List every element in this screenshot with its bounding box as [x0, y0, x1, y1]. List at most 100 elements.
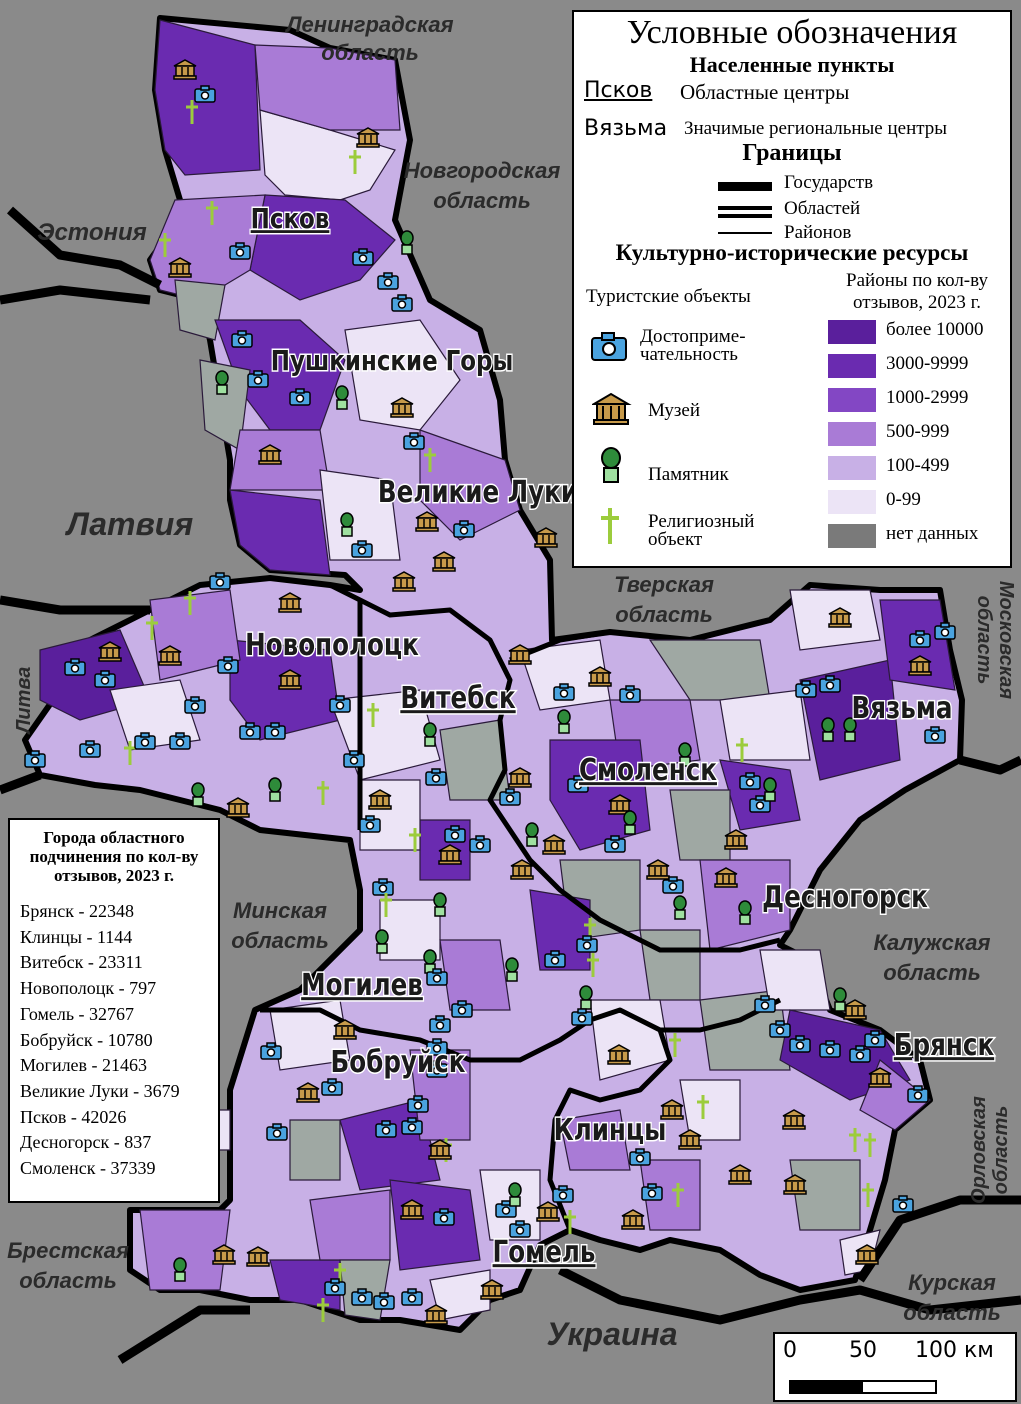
museum-icon[interactable] [168, 257, 192, 278]
cross-icon[interactable] [672, 1183, 684, 1207]
camera-icon[interactable] [407, 1095, 429, 1113]
cross-icon[interactable] [159, 233, 171, 257]
cross-icon[interactable] [862, 1183, 874, 1207]
cross-icon[interactable] [124, 741, 136, 765]
camera-icon[interactable] [194, 85, 216, 103]
camera-icon[interactable] [499, 788, 521, 806]
monument-icon[interactable] [557, 709, 571, 734]
camera-icon[interactable] [629, 1148, 651, 1166]
camera-icon[interactable] [169, 732, 191, 750]
cross-icon[interactable] [697, 1095, 709, 1119]
camera-icon[interactable] [544, 950, 566, 968]
cross-icon[interactable] [317, 781, 329, 805]
camera-icon[interactable] [401, 1288, 423, 1306]
camera-icon[interactable] [495, 1200, 517, 1218]
camera-icon[interactable] [576, 935, 598, 953]
camera-icon[interactable] [429, 1015, 451, 1033]
camera-icon[interactable] [351, 1288, 373, 1306]
cross-icon[interactable] [206, 201, 218, 225]
camera-icon[interactable] [433, 1208, 455, 1226]
museum-icon[interactable] [782, 1109, 806, 1130]
camera-icon[interactable] [343, 750, 365, 768]
museum-icon[interactable] [368, 789, 392, 810]
museum-icon[interactable] [510, 859, 534, 880]
monument-icon[interactable] [821, 717, 835, 742]
camera-icon[interactable] [391, 294, 413, 312]
monument-icon[interactable] [673, 895, 687, 920]
museum-icon[interactable] [226, 797, 250, 818]
city-label-novopolotsk[interactable]: Новополоцк [244, 627, 421, 664]
museum-icon[interactable] [390, 397, 414, 418]
camera-icon[interactable] [24, 750, 46, 768]
city-label-smolensk[interactable]: Смоленск [578, 752, 719, 789]
camera-icon[interactable] [229, 242, 251, 260]
city-label-vluki[interactable]: Великие Луки [377, 474, 580, 511]
camera-icon[interactable] [451, 1000, 473, 1018]
monument-icon[interactable] [763, 777, 777, 802]
monument-icon[interactable] [423, 949, 437, 974]
museum-icon[interactable] [296, 1082, 320, 1103]
museum-icon[interactable] [480, 1279, 504, 1300]
camera-icon[interactable] [209, 572, 231, 590]
museum-icon[interactable] [258, 444, 282, 465]
camera-icon[interactable] [469, 835, 491, 853]
camera-icon[interactable] [401, 1117, 423, 1135]
camera-icon[interactable] [892, 1195, 914, 1213]
museum-icon[interactable] [660, 1099, 684, 1120]
city-label-bryansk[interactable]: Брянск [892, 1027, 995, 1064]
monument-icon[interactable] [843, 717, 857, 742]
museum-icon[interactable] [428, 1139, 452, 1160]
cross-icon[interactable] [864, 1133, 876, 1157]
monument-icon[interactable] [623, 810, 637, 835]
camera-icon[interactable] [184, 696, 206, 714]
cross-icon[interactable] [409, 828, 421, 852]
camera-icon[interactable] [789, 1035, 811, 1053]
camera-icon[interactable] [79, 740, 101, 758]
monument-icon[interactable] [525, 822, 539, 847]
camera-icon[interactable] [260, 1042, 282, 1060]
camera-icon[interactable] [426, 1038, 448, 1056]
monument-icon[interactable] [505, 957, 519, 982]
museum-icon[interactable] [536, 1201, 560, 1222]
camera-icon[interactable] [553, 683, 575, 701]
city-label-klintsy[interactable]: Клинцы [552, 1112, 668, 1149]
camera-icon[interactable] [849, 1045, 871, 1063]
camera-icon[interactable] [509, 1220, 531, 1238]
monument-icon[interactable] [191, 782, 205, 807]
camera-icon[interactable] [934, 622, 956, 640]
monument-icon[interactable] [335, 385, 349, 410]
museum-icon[interactable] [621, 1209, 645, 1230]
camera-icon[interactable] [217, 656, 239, 674]
camera-icon[interactable] [907, 1085, 929, 1103]
camera-icon[interactable] [289, 388, 311, 406]
museum-icon[interactable] [173, 59, 197, 80]
monument-icon[interactable] [423, 722, 437, 747]
cross-icon[interactable] [146, 616, 158, 640]
camera-icon[interactable] [329, 695, 351, 713]
museum-icon[interactable] [508, 644, 532, 665]
city-label-vitebsk[interactable]: Витебск [399, 680, 517, 717]
camera-icon[interactable] [359, 815, 381, 833]
monument-icon[interactable] [215, 370, 229, 395]
city-label-pushgory[interactable]: Пушкинские Горы [269, 343, 514, 379]
camera-icon[interactable] [552, 1185, 574, 1203]
museum-icon[interactable] [508, 767, 532, 788]
camera-icon[interactable] [239, 722, 261, 740]
museum-icon[interactable] [868, 1067, 892, 1088]
camera-icon[interactable] [749, 795, 771, 813]
museum-icon[interactable] [542, 834, 566, 855]
museum-icon[interactable] [278, 669, 302, 690]
cross-icon[interactable] [184, 591, 196, 615]
camera-icon[interactable] [769, 1020, 791, 1038]
cross-icon[interactable] [587, 953, 599, 977]
camera-icon[interactable] [619, 685, 641, 703]
museum-icon[interactable] [607, 1044, 631, 1065]
camera-icon[interactable] [351, 540, 373, 558]
museum-icon[interactable] [158, 645, 182, 666]
camera-icon[interactable] [266, 1123, 288, 1141]
camera-icon[interactable] [426, 1060, 448, 1078]
cross-icon[interactable] [669, 1033, 681, 1057]
camera-icon[interactable] [864, 1030, 886, 1048]
camera-icon[interactable] [909, 630, 931, 648]
cross-icon[interactable] [186, 100, 198, 124]
